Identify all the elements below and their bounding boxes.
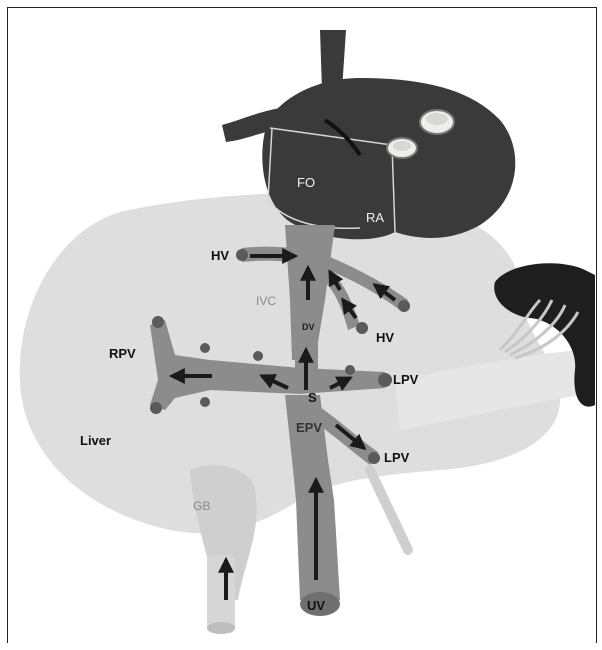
label-lpv-lower: LPV xyxy=(384,450,410,465)
label-rpv: RPV xyxy=(109,346,136,361)
label-lpv-upper: LPV xyxy=(393,372,419,387)
heart xyxy=(262,78,515,239)
label-epv: EPV xyxy=(296,420,322,435)
label-uv: UV xyxy=(307,598,325,613)
small-duct xyxy=(370,470,408,550)
label-ra: RA xyxy=(366,210,384,225)
valve-upper-inner xyxy=(426,113,448,125)
label-gb: GB xyxy=(193,499,210,513)
label-ivc: IVC xyxy=(256,294,276,308)
label-hv-right: HV xyxy=(376,330,394,345)
label-liver: Liver xyxy=(80,433,111,448)
label-dv: DV xyxy=(302,322,315,332)
gallbladder-duct-opening xyxy=(207,622,235,634)
label-hv-left: HV xyxy=(211,248,229,263)
label-s: S xyxy=(308,390,317,405)
valve-lower-inner xyxy=(393,141,411,151)
gallbladder-duct xyxy=(207,555,235,633)
label-fo: FO xyxy=(297,175,315,190)
